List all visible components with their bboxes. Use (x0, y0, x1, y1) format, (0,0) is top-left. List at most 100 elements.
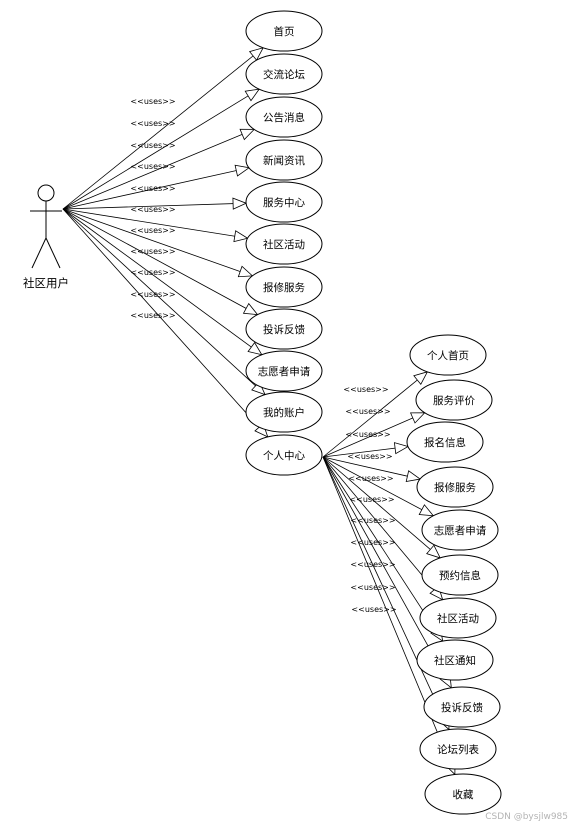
use-case-main-4: 服务中心 (245, 181, 323, 223)
use-case-label: 社区活动 (263, 238, 305, 251)
use-case-ellipse (419, 728, 497, 770)
use-case-label: 论坛列表 (437, 743, 479, 756)
uses-label: <<uses>> (350, 560, 395, 569)
use-case-ellipse (424, 773, 502, 815)
watermark: CSDN @bysjlw985 (485, 812, 568, 822)
use-case-main-3: 新闻资讯 (245, 139, 323, 181)
use-case-ellipse (415, 379, 493, 421)
uses-label: <<uses>> (130, 184, 175, 193)
actor-community-user: 社区用户 (23, 184, 69, 290)
uses-label: <<uses>> (351, 605, 396, 614)
uses-label: <<uses>> (343, 385, 388, 394)
use-case-ellipse (245, 391, 323, 433)
use-case-ellipse (423, 686, 501, 728)
use-case-sub-8: 投诉反馈 (423, 686, 501, 728)
open-arrowhead (233, 230, 249, 243)
association-line (62, 208, 248, 239)
association-line (62, 208, 253, 277)
use-case-main-6: 报修服务 (245, 266, 323, 308)
uses-label: <<uses>> (130, 311, 175, 320)
use-case-label: 新闻资讯 (263, 154, 305, 167)
use-case-main-5: 社区活动 (245, 223, 323, 265)
use-case-label: 预约信息 (439, 569, 481, 582)
uses-label: <<uses>> (130, 290, 175, 299)
uses-label: <<uses>> (130, 119, 175, 128)
use-case-sub-1: 服务评价 (415, 379, 493, 421)
use-case-label: 社区活动 (437, 612, 479, 625)
use-case-main-8: 志愿者申请 (245, 350, 323, 392)
association-line (322, 371, 428, 458)
use-case-main-9: 我的账户 (245, 391, 323, 433)
use-case-ellipse (409, 334, 487, 376)
use-case-ellipse (421, 509, 499, 551)
association-line (62, 208, 263, 356)
association-line (62, 167, 250, 210)
use-case-main-10: 个人中心 (245, 434, 323, 476)
open-arrowhead (413, 371, 429, 386)
use-case-label: 志愿者申请 (434, 524, 487, 537)
use-case-main-7: 投诉反馈 (245, 308, 323, 350)
use-case-label: 个人中心 (263, 449, 305, 462)
use-case-label: 投诉反馈 (441, 701, 483, 714)
uses-label: <<uses>> (348, 474, 393, 483)
association-line (322, 456, 456, 775)
association-line (322, 456, 441, 559)
use-case-main-0: 首页 (245, 10, 323, 52)
actor-head (37, 184, 55, 202)
association-line (322, 456, 450, 730)
association-lines (62, 47, 456, 776)
use-case-nodes: 首页交流论坛公告消息新闻资讯服务中心社区活动报修服务投诉反馈志愿者申请我的账户个… (245, 10, 502, 815)
uses-label: <<uses>> (130, 226, 175, 235)
use-case-label: 我的账户 (263, 406, 305, 419)
open-arrowhead (242, 302, 259, 316)
use-case-label: 服务中心 (263, 196, 305, 209)
open-arrowhead (247, 341, 263, 356)
use-case-sub-5: 预约信息 (421, 554, 499, 596)
open-arrowhead (418, 504, 435, 517)
use-case-sub-2: 报名信息 (406, 421, 484, 463)
use-case-ellipse (245, 223, 323, 265)
uses-label: <<uses>> (347, 452, 392, 461)
open-arrowhead (244, 88, 261, 102)
uses-label: <<uses>> (350, 583, 395, 592)
association-line (62, 208, 269, 438)
use-case-ellipse (245, 96, 323, 138)
use-case-sub-4: 志愿者申请 (421, 509, 499, 551)
use-case-label: 收藏 (453, 788, 474, 801)
uses-label: <<uses>> (350, 538, 395, 547)
association-line (322, 456, 434, 517)
association-line (62, 129, 255, 210)
uses-label: <<uses>> (130, 247, 175, 256)
use-case-label: 个人首页 (427, 349, 469, 362)
association-line (322, 412, 425, 458)
uses-label: <<uses>> (130, 268, 175, 277)
use-case-sub-6: 社区活动 (419, 597, 497, 639)
use-case-label: 服务评价 (433, 394, 475, 407)
use-case-sub-10: 收藏 (424, 773, 502, 815)
use-case-label: 公告消息 (263, 111, 305, 124)
actor-left-leg (31, 237, 47, 269)
open-arrowhead (426, 544, 441, 559)
open-arrowhead (232, 197, 248, 210)
open-arrowhead (409, 412, 426, 424)
actor-right-leg (45, 237, 61, 269)
uses-label: <<uses>> (350, 516, 395, 525)
use-case-ellipse (245, 139, 323, 181)
use-case-label: 报修服务 (434, 481, 476, 494)
uses-label: <<uses>> (349, 495, 394, 504)
uses-label: <<uses>> (345, 407, 390, 416)
use-case-ellipse (245, 10, 323, 52)
uses-label: <<uses>> (345, 430, 390, 439)
open-arrowhead (251, 381, 266, 396)
use-case-ellipse (419, 597, 497, 639)
use-case-label: 报修服务 (263, 281, 305, 294)
association-line (62, 88, 260, 210)
uses-labels: <<uses>> <<uses>> <<uses>> <<uses>> <<uses>>… (130, 97, 396, 614)
use-case-ellipse (416, 639, 494, 681)
association-line (322, 446, 409, 458)
open-arrowhead (234, 164, 250, 177)
uses-label: <<uses>> (130, 205, 175, 214)
use-case-main-2: 公告消息 (245, 96, 323, 138)
uses-label: <<uses>> (130, 141, 175, 150)
